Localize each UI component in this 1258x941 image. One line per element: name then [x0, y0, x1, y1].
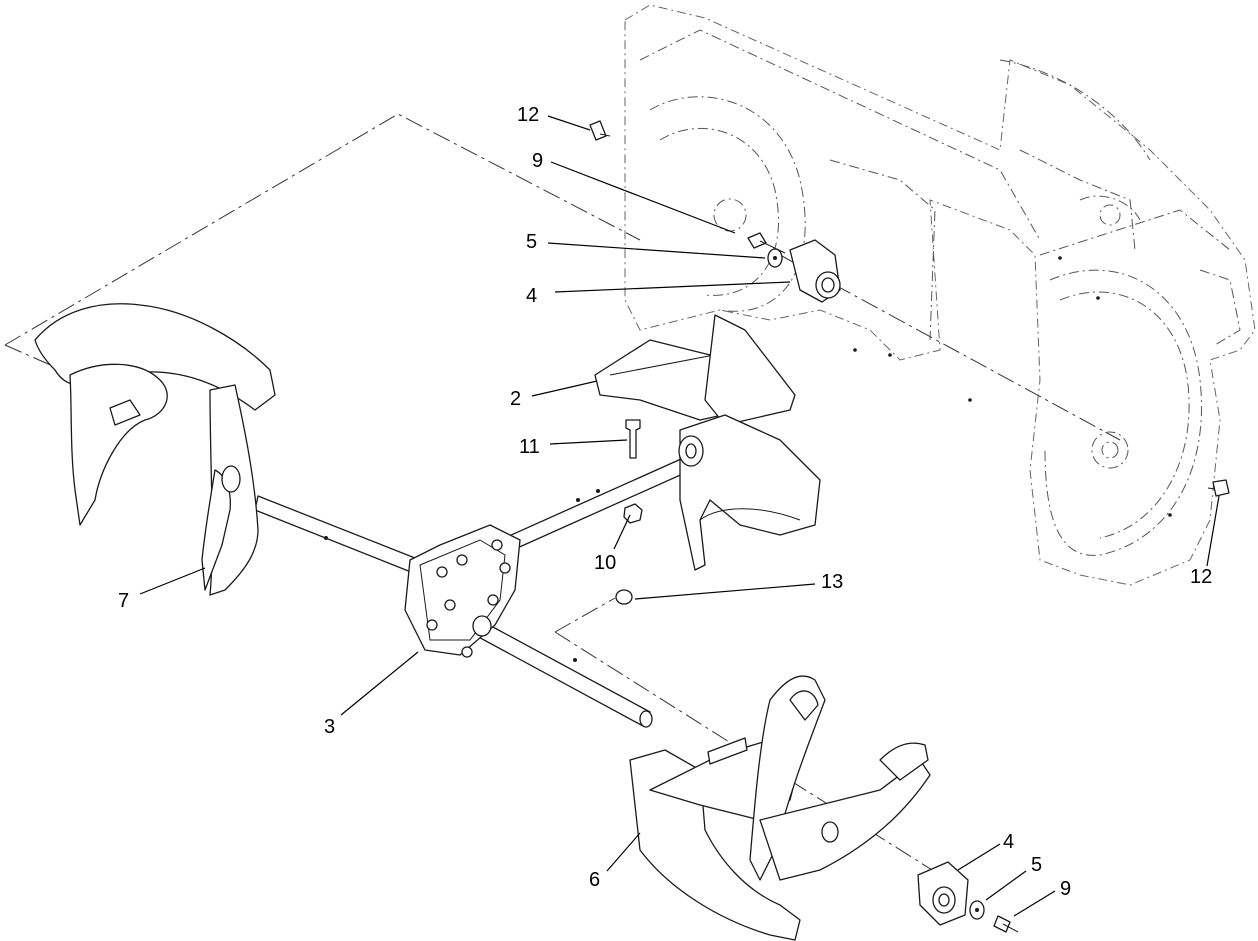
callout-3: 3 — [324, 716, 335, 738]
callout-5-lower: 5 — [1031, 854, 1042, 876]
upper-bearing-set — [747, 232, 841, 303]
callout-9-lower: 9 — [1060, 878, 1071, 900]
callout-12-lower: 12 — [1190, 566, 1212, 588]
auger-housing — [624, 4, 1256, 586]
assembly-centerlines — [4, 113, 1121, 876]
callout-6: 6 — [589, 869, 600, 891]
bearing-bracket — [594, 314, 821, 571]
callout-10: 10 — [594, 552, 616, 574]
gearbox-assembly — [404, 524, 521, 658]
callout-2: 2 — [510, 388, 521, 410]
lower-bearing-set — [917, 861, 1019, 933]
right-auger-flight — [629, 675, 931, 941]
leader-lines — [139, 115, 1220, 917]
callout-13: 13 — [821, 571, 843, 593]
callout-4-lower: 4 — [1003, 831, 1014, 853]
callout-4-upper: 4 — [526, 285, 537, 307]
auger-shaft — [254, 454, 697, 728]
callout-12-upper: 12 — [517, 104, 539, 126]
left-auger-flight — [34, 303, 276, 596]
callout-7: 7 — [118, 590, 129, 612]
callout-5-upper: 5 — [526, 231, 537, 253]
callout-11: 11 — [519, 436, 540, 458]
callout-labels: 12 9 5 4 2 11 10 12 13 7 3 6 4 5 9 — [118, 104, 1212, 900]
callout-9-upper: 9 — [532, 150, 543, 172]
